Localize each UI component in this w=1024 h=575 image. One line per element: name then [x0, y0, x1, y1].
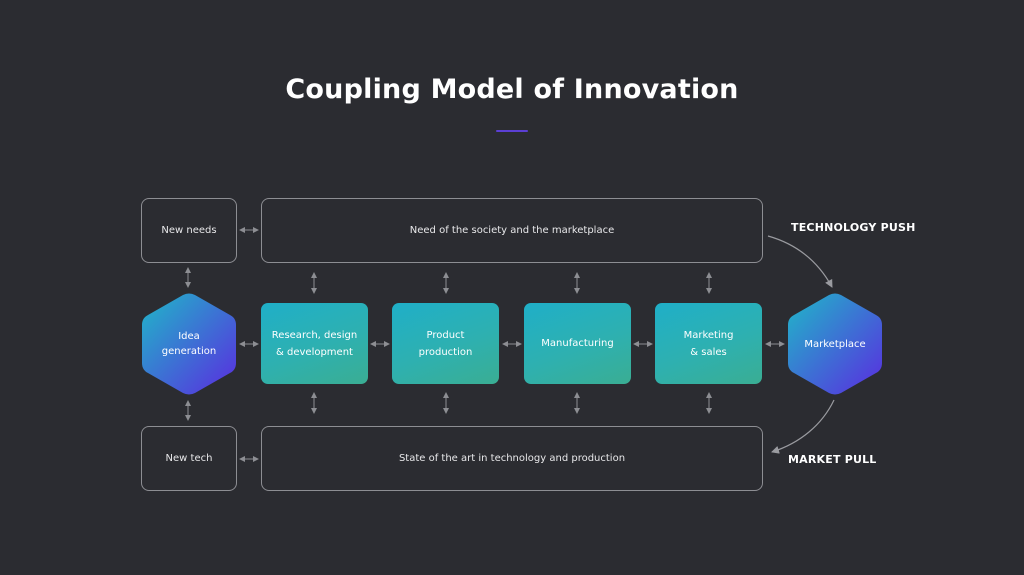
stage-manufacturing: Manufacturing [524, 303, 631, 384]
state-of-art-label: State of the art in technology and produ… [398, 453, 626, 464]
idea-label-line2: generation [161, 346, 217, 357]
new-tech-box: New tech [141, 426, 237, 491]
marketplace-hexagon: Marketplace [787, 292, 883, 396]
idea-label-line1: Idea [178, 331, 200, 342]
hexagon-shape [788, 293, 882, 395]
hexagon-shape [142, 293, 236, 395]
marketplace-label: Marketplace [804, 338, 866, 350]
stage-research: Research, design & development [261, 303, 368, 384]
stage-research-line2: & development [276, 346, 353, 358]
stage-marketing: Marketing & sales [655, 303, 762, 384]
new-needs-box: New needs [141, 198, 237, 263]
market-pull-curve [771, 399, 835, 454]
page-title: Coupling Model of Innovation [285, 74, 739, 105]
stage-research-line1: Research, design [271, 329, 358, 341]
idea-generation-hexagon: Idea generation [141, 292, 237, 396]
stage-marketing-line1: Marketing [683, 329, 734, 341]
society-marketplace-label: Need of the society and the marketplace [409, 225, 615, 236]
society-marketplace-box: Need of the society and the marketplace [261, 198, 763, 263]
technology-push-label: TECHNOLOGY PUSH [791, 221, 916, 234]
stage-product-production: Product production [392, 303, 499, 384]
stage-product-line1: Product [426, 329, 465, 341]
market-pull-label: MARKET PULL [788, 453, 877, 466]
new-needs-label: New needs [161, 225, 217, 236]
stage-marketing-line2: & sales [690, 346, 727, 358]
stage-product-line2: production [418, 346, 473, 358]
technology-push-curve [767, 235, 833, 288]
state-of-art-box: State of the art in technology and produ… [261, 426, 763, 491]
new-tech-label: New tech [165, 453, 213, 464]
stage-manufacturing-line1: Manufacturing [541, 338, 614, 349]
title-underline [496, 130, 528, 132]
